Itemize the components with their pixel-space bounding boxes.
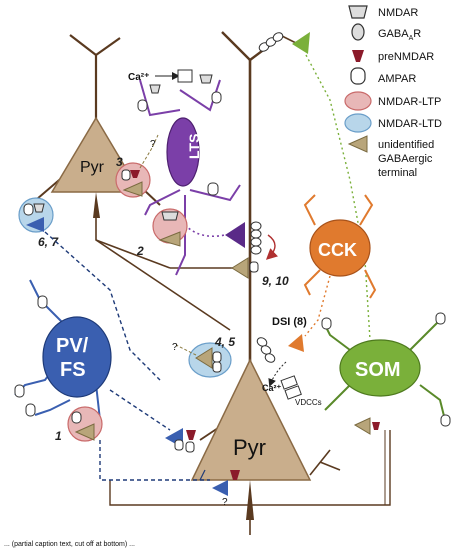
legend-label-prenmdar: preNMDAR bbox=[378, 51, 434, 63]
legend: NMDAR GABAAR preNMDAR AMPAR NMDAR-LTP NM… bbox=[344, 5, 442, 179]
pvfs-soma bbox=[42, 316, 112, 398]
legend-label-terminal: terminal bbox=[378, 167, 417, 179]
cck-label: CCK bbox=[318, 240, 357, 260]
som-cell: SOM bbox=[321, 312, 451, 435]
synapse-9-10 bbox=[231, 221, 278, 279]
caption-fragment: ... (partial caption text, cut off at bo… bbox=[4, 541, 135, 548]
label-4-5: 4, 5 bbox=[214, 335, 235, 349]
synapse-6-7 bbox=[18, 197, 54, 233]
pvfs-label-2: FS bbox=[60, 359, 86, 381]
cck-terminal bbox=[288, 334, 304, 352]
som-soma bbox=[339, 339, 421, 397]
synapse-4-5: ? bbox=[172, 342, 232, 378]
nmdar-ltp-icon bbox=[344, 91, 372, 111]
lts-label: LTS bbox=[186, 134, 202, 159]
lts-cell: LTS bbox=[137, 74, 245, 276]
gabaergic-terminal-icon bbox=[347, 135, 368, 153]
question-mark-4-5: ? bbox=[172, 342, 178, 353]
legend-label-gabaar: GABAAR bbox=[378, 28, 421, 42]
apical-tuft-receptors bbox=[258, 32, 371, 341]
lts-soma bbox=[166, 117, 200, 187]
nmdar-ltd-icon bbox=[344, 113, 372, 133]
nmdar-icon bbox=[348, 5, 368, 19]
legend-label-gabaergic: GABAergic bbox=[378, 153, 433, 165]
question-mark-3: ? bbox=[150, 139, 156, 150]
dsi-label: DSI (8) bbox=[272, 316, 307, 328]
legend-label-nmdar-ltp: NMDAR-LTP bbox=[378, 96, 441, 108]
legend-label-nmdar-ltd: NMDAR-LTD bbox=[378, 118, 442, 130]
gabaar-icon bbox=[351, 23, 365, 41]
question-mark-pv: ? bbox=[222, 497, 228, 508]
label-6-7: 6, 7 bbox=[38, 235, 59, 249]
ampar-icon bbox=[350, 67, 366, 85]
som-label: SOM bbox=[355, 359, 401, 381]
ca-label-mid: Ca²⁺ bbox=[262, 383, 282, 393]
label-9-10: 9, 10 bbox=[262, 274, 289, 288]
dsi-receptors: Ca²⁺ VDCCs bbox=[256, 337, 322, 407]
pyr-large-cell: Pyr bbox=[109, 31, 391, 535]
ca-influx-top: Ca²⁺ bbox=[128, 69, 193, 83]
lts-terminal bbox=[225, 222, 245, 248]
prenmdar-icon bbox=[352, 50, 364, 62]
pvfs-label-1: PV/ bbox=[56, 335, 89, 357]
pv-terminal-axon: ? bbox=[212, 470, 240, 508]
pyr-small-label: Pyr bbox=[80, 159, 105, 176]
pv-terminal-soma bbox=[165, 428, 196, 453]
cck-soma bbox=[309, 219, 371, 277]
label-1: 1 bbox=[55, 429, 62, 443]
vdcc-label: VDCCs bbox=[295, 398, 322, 407]
cck-cell: CCK bbox=[288, 194, 377, 352]
pyr-large-label: Pyr bbox=[233, 435, 266, 460]
label-3: 3 bbox=[116, 155, 123, 169]
pyr-large-soma bbox=[190, 358, 312, 481]
legend-label-unidentified: unidentified bbox=[378, 139, 434, 151]
synapse-3: ? bbox=[115, 134, 159, 198]
label-2: 2 bbox=[136, 244, 144, 258]
legend-label-ampar: AMPAR bbox=[378, 73, 416, 85]
ca-label-top: Ca²⁺ bbox=[128, 72, 149, 83]
pvfs-cell: PV/ FS bbox=[14, 231, 210, 481]
legend-label-nmdar: NMDAR bbox=[378, 7, 418, 19]
synapse-1 bbox=[67, 406, 103, 442]
som-terminal-tuft bbox=[292, 32, 310, 54]
synapse-2 bbox=[152, 208, 188, 247]
